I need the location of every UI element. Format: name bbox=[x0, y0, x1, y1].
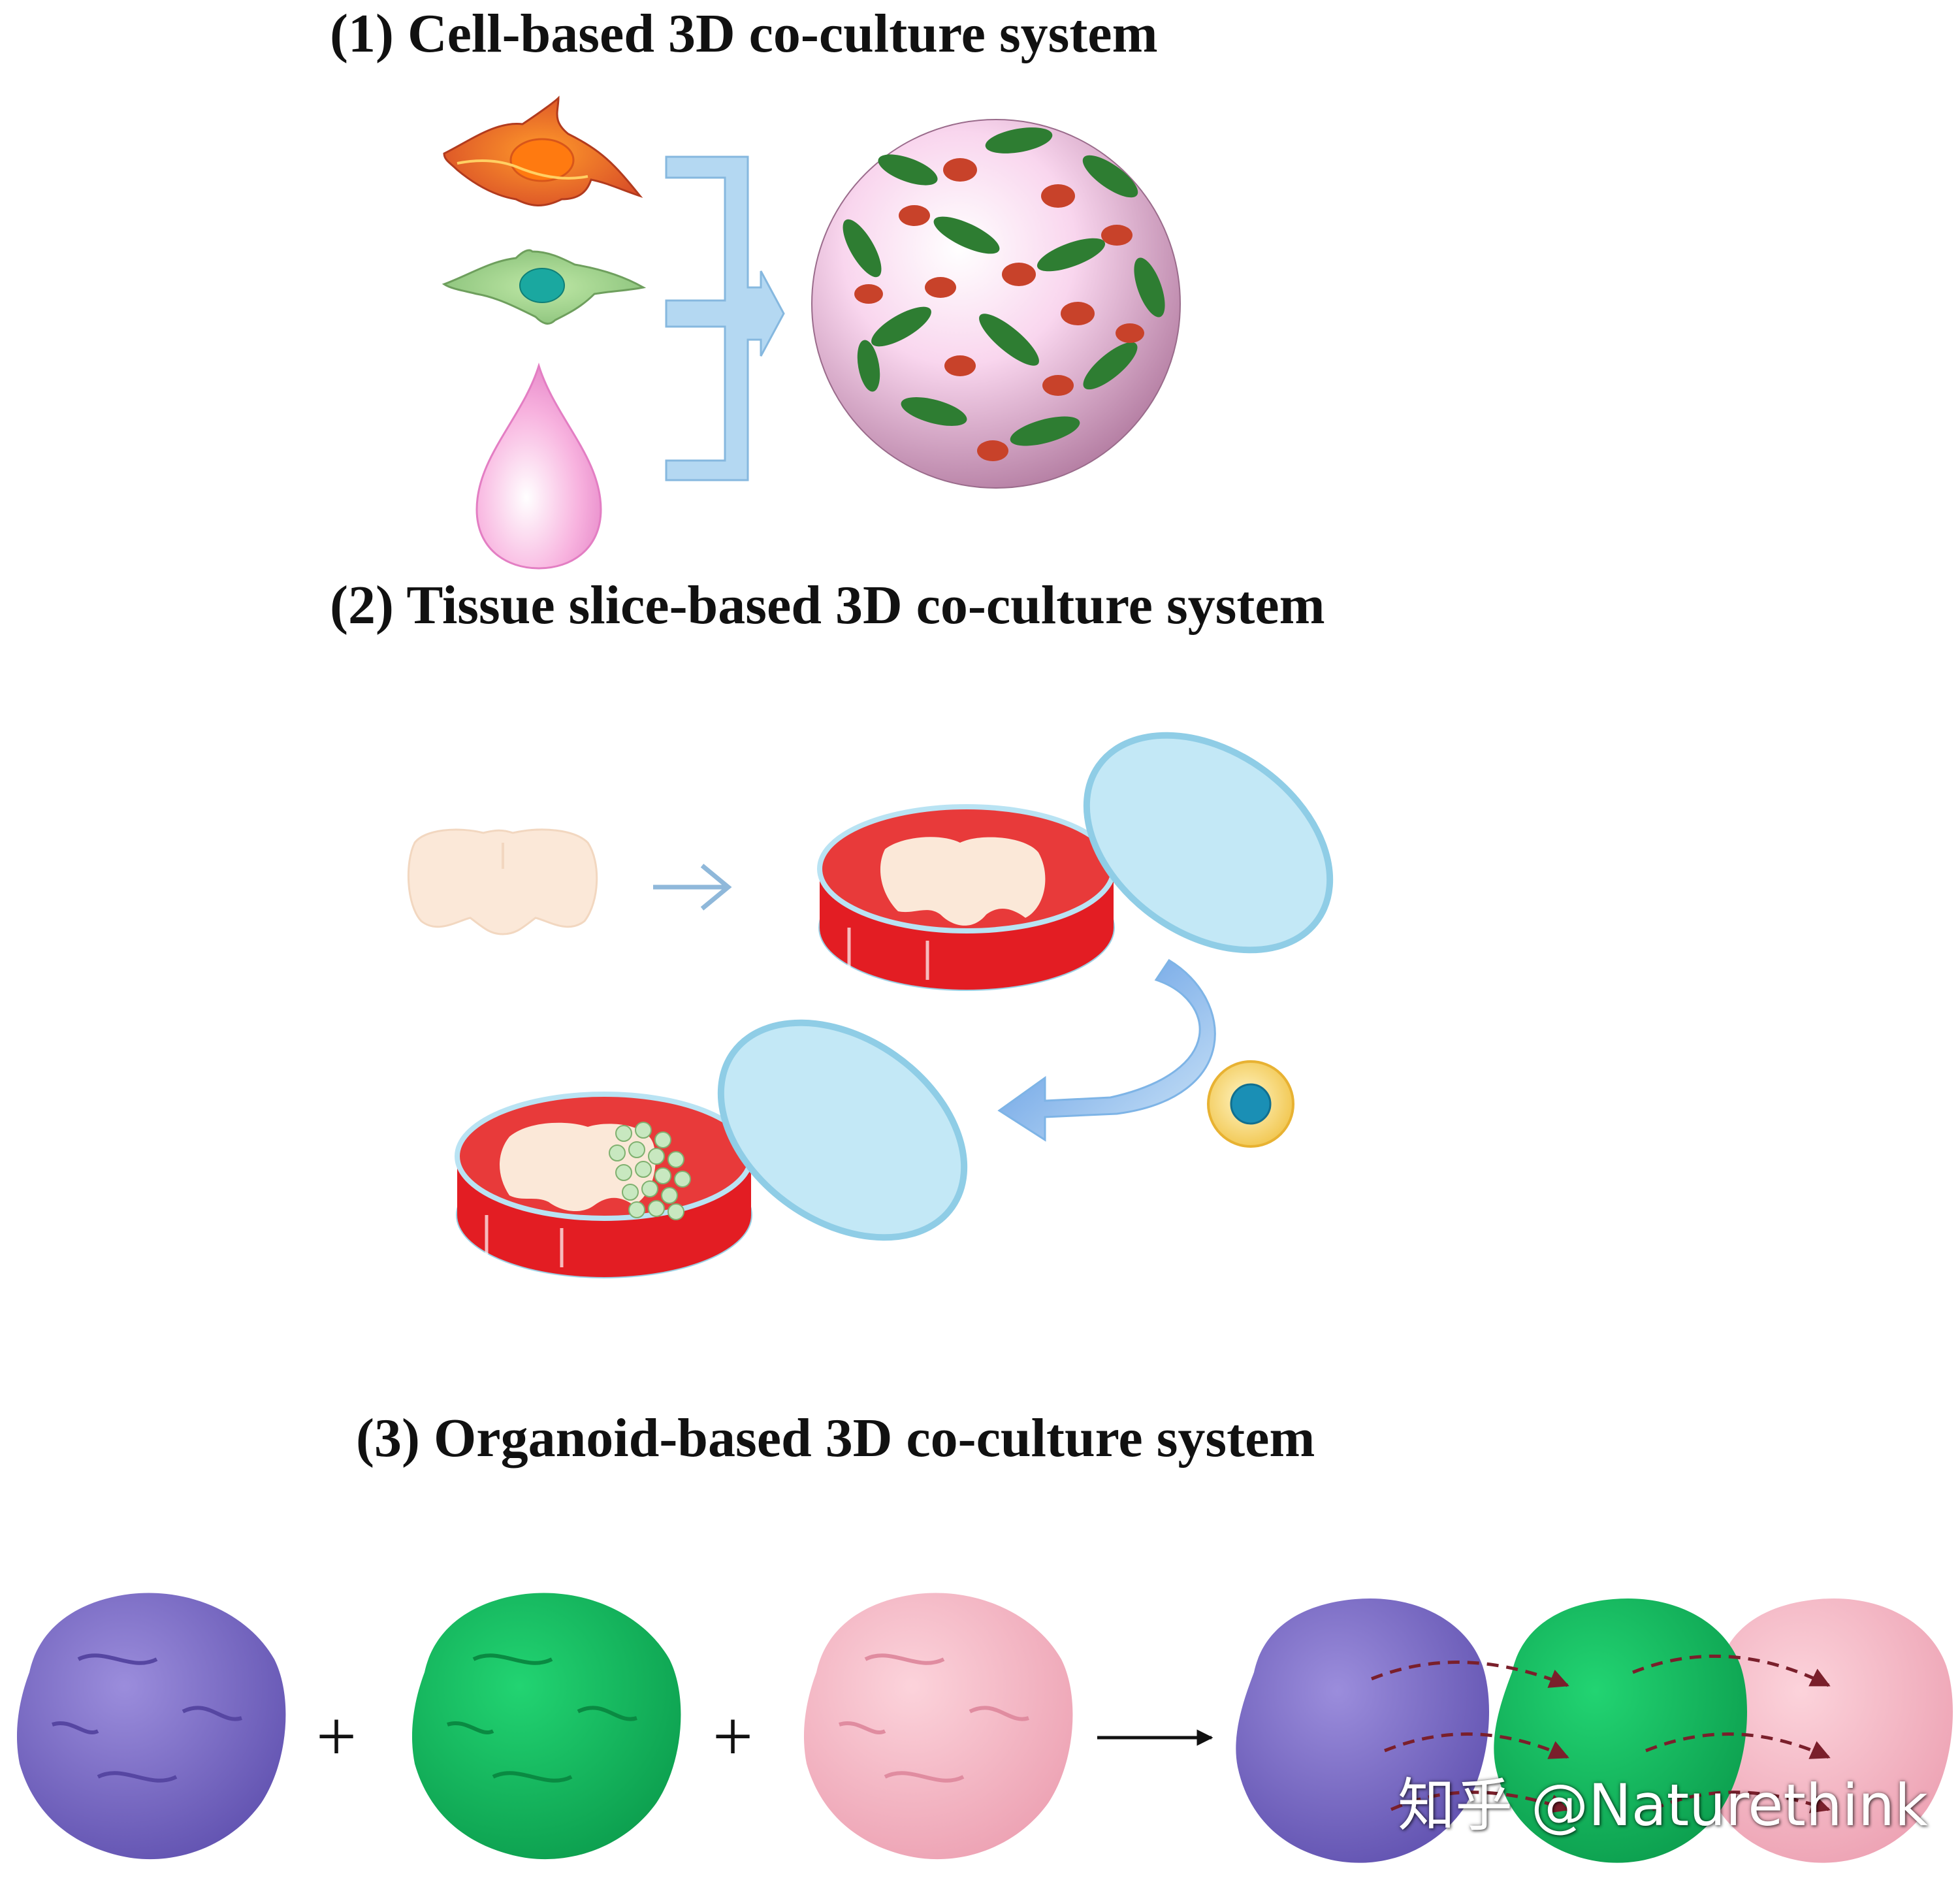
plus-sign-2: + bbox=[713, 1696, 753, 1776]
co-culture-spheroid-icon bbox=[811, 119, 1181, 489]
droplet-icon bbox=[475, 362, 602, 570]
petri-dish-lid-icon bbox=[1083, 732, 1334, 954]
svg-text:+: + bbox=[316, 1696, 357, 1776]
green-organoid-icon bbox=[411, 1593, 681, 1860]
pink-organoid-icon bbox=[803, 1593, 1073, 1860]
watermark: 知乎 @Naturethink bbox=[1398, 1772, 1928, 1839]
assembled-organoid-icon bbox=[1236, 1598, 1953, 1863]
tissue-slice-icon bbox=[407, 828, 598, 935]
section1-title: (1) Cell-based 3D co-culture system bbox=[330, 3, 1158, 64]
petri-dish-with-cells-icon bbox=[455, 1092, 754, 1278]
red-cell-icon bbox=[443, 95, 643, 206]
petri-dish-with-tissue-icon bbox=[817, 804, 1116, 991]
green-cell-icon bbox=[442, 249, 647, 325]
section3-title: (3) Organoid-based 3D co-culture system bbox=[356, 1408, 1315, 1468]
plus-sign-1: + bbox=[316, 1696, 357, 1776]
curved-arrow-icon bbox=[997, 958, 1216, 1142]
purple-organoid-icon bbox=[16, 1593, 286, 1860]
petri-dish-lid-icon bbox=[717, 1019, 968, 1241]
immune-cell-icon bbox=[1207, 1060, 1294, 1148]
transfer-arrow-icon bbox=[653, 864, 732, 911]
bracket-arrow-icon bbox=[665, 155, 785, 481]
section2-title: (2) Tissue slice-based 3D co-culture sys… bbox=[330, 575, 1325, 636]
svg-text:+: + bbox=[713, 1696, 753, 1776]
